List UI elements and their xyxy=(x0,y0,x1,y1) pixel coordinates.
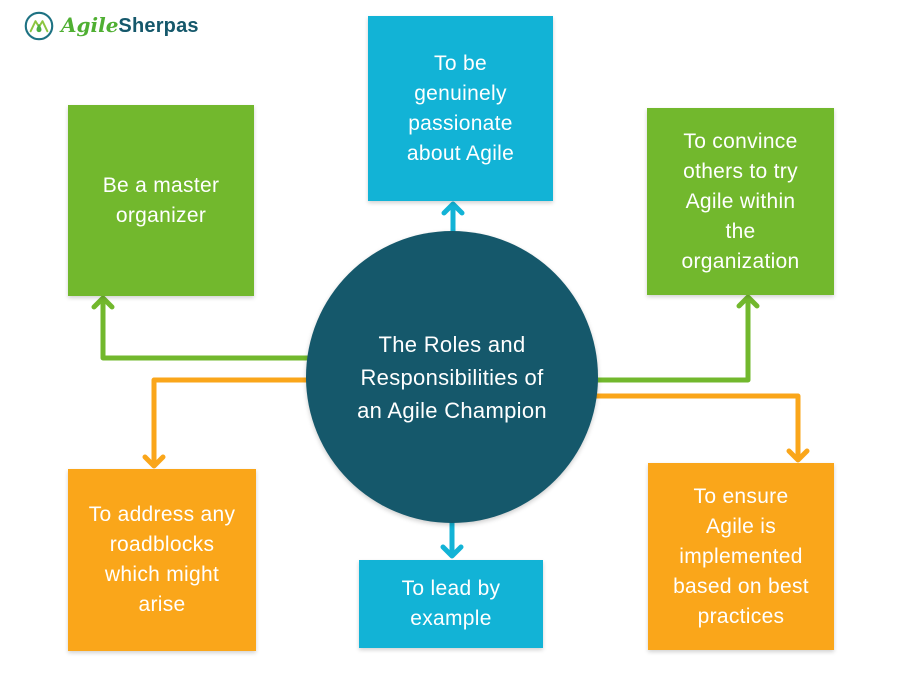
node-address-roadblocks: To address any roadblocks which might ar… xyxy=(68,469,256,651)
node-label: To ensure Agile is implemented based on … xyxy=(673,484,809,628)
brand-name: AgileSherpas xyxy=(61,10,199,41)
node-master-organizer: Be a master organizer xyxy=(68,105,254,296)
center-title: The Roles and Responsibilities of an Agi… xyxy=(357,331,547,423)
node-convince-others: To convince others to try Agile within t… xyxy=(647,108,834,295)
arrow-center-to-bottom xyxy=(440,515,464,559)
node-ensure-best-practices: To ensure Agile is implemented based on … xyxy=(648,463,834,650)
node-label: Be a master organizer xyxy=(102,173,220,227)
node-label: To convince others to try Agile within t… xyxy=(681,129,800,273)
arrow-center-to-left-orange xyxy=(142,377,313,469)
node-label: To be genuinely passionate about Agile xyxy=(406,51,515,165)
node-lead-by-example: To lead by example xyxy=(359,560,543,648)
arrow-center-to-right-green xyxy=(591,294,760,383)
center-circle: The Roles and Responsibilities of an Agi… xyxy=(306,231,598,523)
node-label: To address any roadblocks which might ar… xyxy=(88,503,236,616)
arrow-center-to-left-green xyxy=(91,295,313,361)
brand-logo: AgileSherpas xyxy=(24,10,199,41)
brand-name-agile: Agile xyxy=(61,13,119,37)
node-label: To lead by example xyxy=(401,577,501,630)
node-passionate-about-agile: To be genuinely passionate about Agile xyxy=(368,16,553,201)
arrow-center-to-right-orange xyxy=(591,393,810,463)
mountain-droplet-icon xyxy=(24,11,54,40)
brand-name-sherpas: Sherpas xyxy=(118,15,199,37)
